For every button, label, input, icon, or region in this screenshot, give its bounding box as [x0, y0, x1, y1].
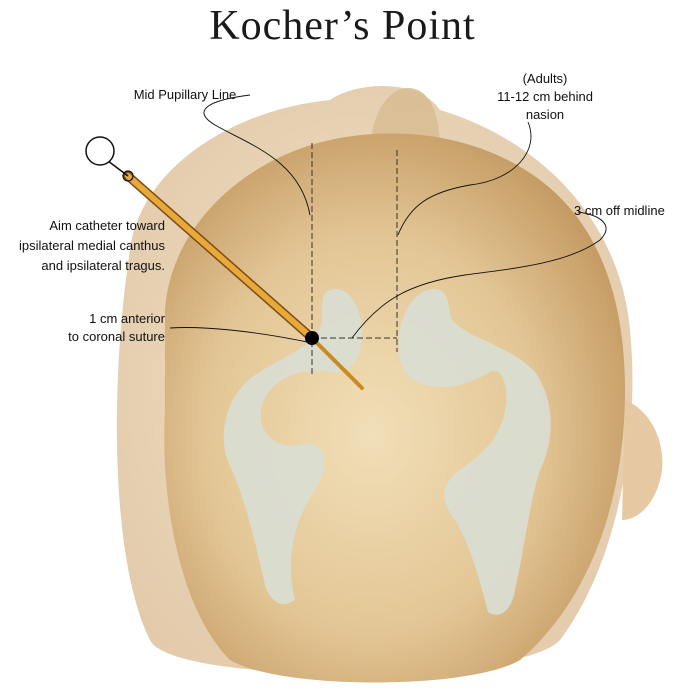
off-midline-text: 3 cm off midline — [574, 203, 665, 218]
leader-mid-pupillary — [203, 94, 311, 216]
catheter-tip — [310, 336, 364, 390]
leader-nasion — [397, 121, 532, 236]
ear-right — [622, 400, 663, 520]
ventricle-left — [223, 289, 363, 605]
catheter-ring — [85, 136, 115, 166]
label-adults-distance: (Adults) 11-12 cm behind nasion — [470, 70, 620, 124]
catheter-body — [125, 173, 315, 341]
aim-line-1: Aim catheter toward — [49, 218, 165, 233]
anterior-line-2: to coronal suture — [68, 329, 165, 344]
diagram-title: Kocher’s Point — [209, 3, 476, 49]
label-off-midline: 3 cm off midline — [574, 203, 684, 219]
leader-anterior — [169, 327, 313, 344]
adults-line-2: 11-12 cm behind — [497, 89, 593, 104]
mid-pupillary-text: Mid Pupillary Line — [133, 87, 237, 102]
leader-midline — [351, 211, 607, 339]
ventricle-right — [398, 289, 551, 615]
label-anterior-coronal: 1 cm anterior to coronal suture — [30, 310, 165, 346]
adults-line-3: nasion — [525, 107, 565, 122]
anterior-line-1: 1 cm anterior — [89, 311, 165, 326]
catheter-end-cap — [122, 170, 134, 182]
aim-line-2: ipsilateral medial canthus — [19, 238, 165, 253]
adults-line-1: (Adults) — [522, 71, 568, 86]
label-mid-pupillary-line: Mid Pupillary Line — [120, 87, 250, 103]
kochers-point-marker — [305, 331, 319, 345]
label-aim-catheter: Aim catheter toward ipsilateral medial c… — [0, 216, 165, 276]
aim-line-3: and ipsilateral tragus. — [41, 258, 165, 273]
watermark-logo: ✦ — [580, 593, 626, 639]
